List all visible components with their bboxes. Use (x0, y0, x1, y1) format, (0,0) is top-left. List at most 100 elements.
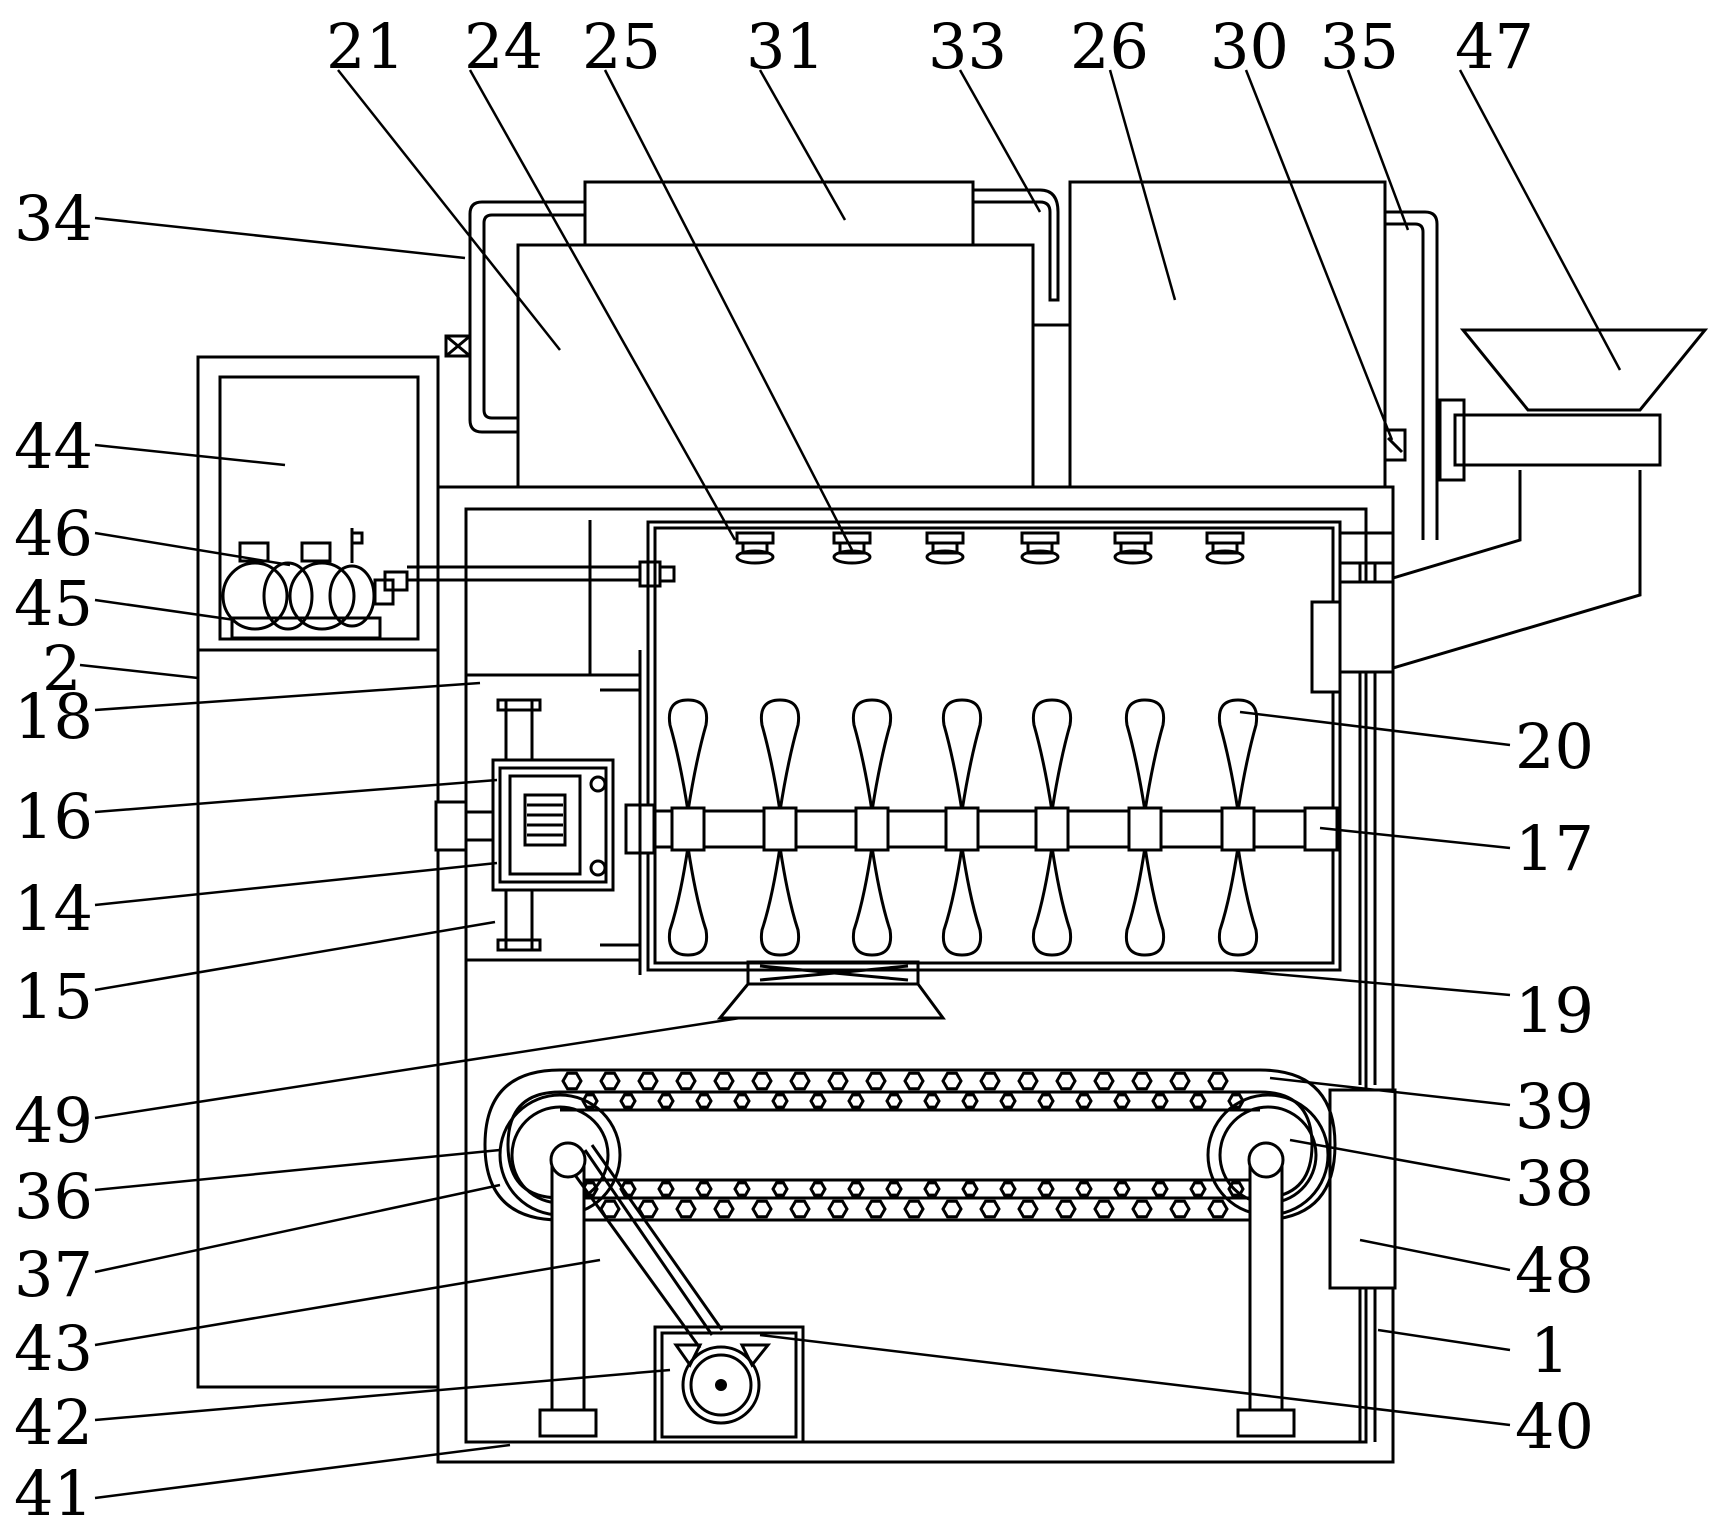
conveyor-roller (1093, 1071, 1115, 1091)
tank-21 (516, 243, 1035, 489)
leader-lines (79, 69, 1622, 1500)
conveyor-roller (999, 1181, 1017, 1197)
conveyor-roller (1151, 1093, 1169, 1109)
conveyor-roller (599, 1071, 621, 1091)
conveyor-roller (1113, 1181, 1131, 1197)
stirring-blade (1031, 698, 1073, 957)
conveyor-roller (1037, 1181, 1055, 1197)
spray-nozzle (1020, 531, 1060, 565)
spray-nozzle (735, 531, 775, 565)
conveyor-roller (695, 1181, 713, 1197)
conveyor-roller (885, 1093, 903, 1109)
label-20: 20 (1515, 710, 1594, 783)
label-46: 46 (14, 497, 93, 570)
conveyor-roller (1055, 1199, 1077, 1219)
label-42: 42 (14, 1386, 93, 1459)
label-17: 17 (1515, 812, 1594, 885)
conveyor-roller (923, 1093, 941, 1109)
conveyor-roller (903, 1199, 925, 1219)
conveyor-roller (827, 1199, 849, 1219)
drive-belt-43 (573, 1144, 724, 1349)
conveyor-roller (771, 1093, 789, 1109)
label-40: 40 (1515, 1390, 1594, 1463)
conveyor-roller (865, 1199, 887, 1219)
conveyor-roller (999, 1093, 1017, 1109)
pipe-34 (444, 200, 585, 434)
label-44: 44 (14, 410, 93, 483)
spray-nozzle (1113, 531, 1153, 565)
conveyor-roller (961, 1093, 979, 1109)
label-1: 1 (1530, 1314, 1569, 1387)
conveyor-roller (771, 1181, 789, 1197)
conveyor-roller (1131, 1071, 1153, 1091)
label-39: 39 (1515, 1070, 1594, 1143)
label-49: 49 (14, 1084, 93, 1157)
support-legs (538, 1141, 1296, 1438)
conveyor-roller (1207, 1199, 1229, 1219)
conveyor-roller (941, 1199, 963, 1219)
conveyor-roller (789, 1071, 811, 1091)
conveyor-roller (1151, 1181, 1169, 1197)
conveyor-roller (885, 1181, 903, 1197)
conveyor-roller (733, 1181, 751, 1197)
stirring-blade (667, 698, 709, 957)
label-16: 16 (14, 780, 93, 853)
conveyor-roller (1075, 1093, 1093, 1109)
conveyor-roller (657, 1181, 675, 1197)
label-26: 26 (1070, 10, 1149, 83)
conveyor-roller (713, 1071, 735, 1091)
conveyor-roller (1017, 1071, 1039, 1091)
label-33: 33 (928, 10, 1007, 83)
part-labels: 21 24 25 31 33 26 30 35 47 34 44 46 45 2… (14, 10, 1594, 1526)
spray-nozzle (1205, 531, 1245, 565)
spray-nozzle-row (735, 531, 1245, 565)
label-2: 2 (42, 632, 81, 705)
spray-nozzle (925, 531, 965, 565)
stirring-blade-row (667, 698, 1259, 957)
conveyor-roller (675, 1199, 697, 1219)
motor-assembly (434, 520, 642, 975)
conveyor-roller (979, 1199, 1001, 1219)
label-18: 18 (14, 680, 93, 753)
conveyor-roller (733, 1093, 751, 1109)
label-45: 45 (14, 567, 93, 640)
conveyor-roller (695, 1093, 713, 1109)
conveyor-rollers (561, 1071, 1245, 1219)
conveyor-roller (865, 1071, 887, 1091)
label-41: 41 (14, 1457, 93, 1521)
conveyor-roller (941, 1071, 963, 1091)
stirring-blade (941, 698, 983, 957)
conveyor-roller (1093, 1199, 1115, 1219)
conveyor-roller (1055, 1071, 1077, 1091)
label-14: 14 (14, 872, 93, 945)
conveyor-roller (619, 1093, 637, 1109)
conveyor-roller (561, 1071, 583, 1091)
conveyor-roller (809, 1181, 827, 1197)
stirring-blade (851, 698, 893, 957)
pump-assembly (221, 528, 409, 640)
conveyor-roller (789, 1199, 811, 1219)
conveyor-roller (675, 1071, 697, 1091)
label-30: 30 (1210, 10, 1289, 83)
conveyor-roller (1189, 1181, 1207, 1197)
conveyor-roller (1169, 1071, 1191, 1091)
label-24: 24 (464, 10, 543, 83)
conveyor-roller (751, 1199, 773, 1219)
conveyor-roller (657, 1093, 675, 1109)
conveyor-roller (847, 1093, 865, 1109)
conveyor-roller (1017, 1199, 1039, 1219)
hopper-47 (1392, 328, 1709, 670)
motor-box-42 (653, 1325, 805, 1444)
conveyor-roller (809, 1093, 827, 1109)
conveyor-roller (637, 1071, 659, 1091)
conveyor-roller (827, 1071, 849, 1091)
conveyor-roller (1169, 1199, 1191, 1219)
collector-49 (716, 960, 946, 1020)
label-35: 35 (1320, 10, 1399, 83)
conveyor-roller (751, 1071, 773, 1091)
right-pipe (1310, 531, 1397, 1442)
label-43: 43 (14, 1312, 93, 1385)
tank-26 (1068, 180, 1387, 489)
